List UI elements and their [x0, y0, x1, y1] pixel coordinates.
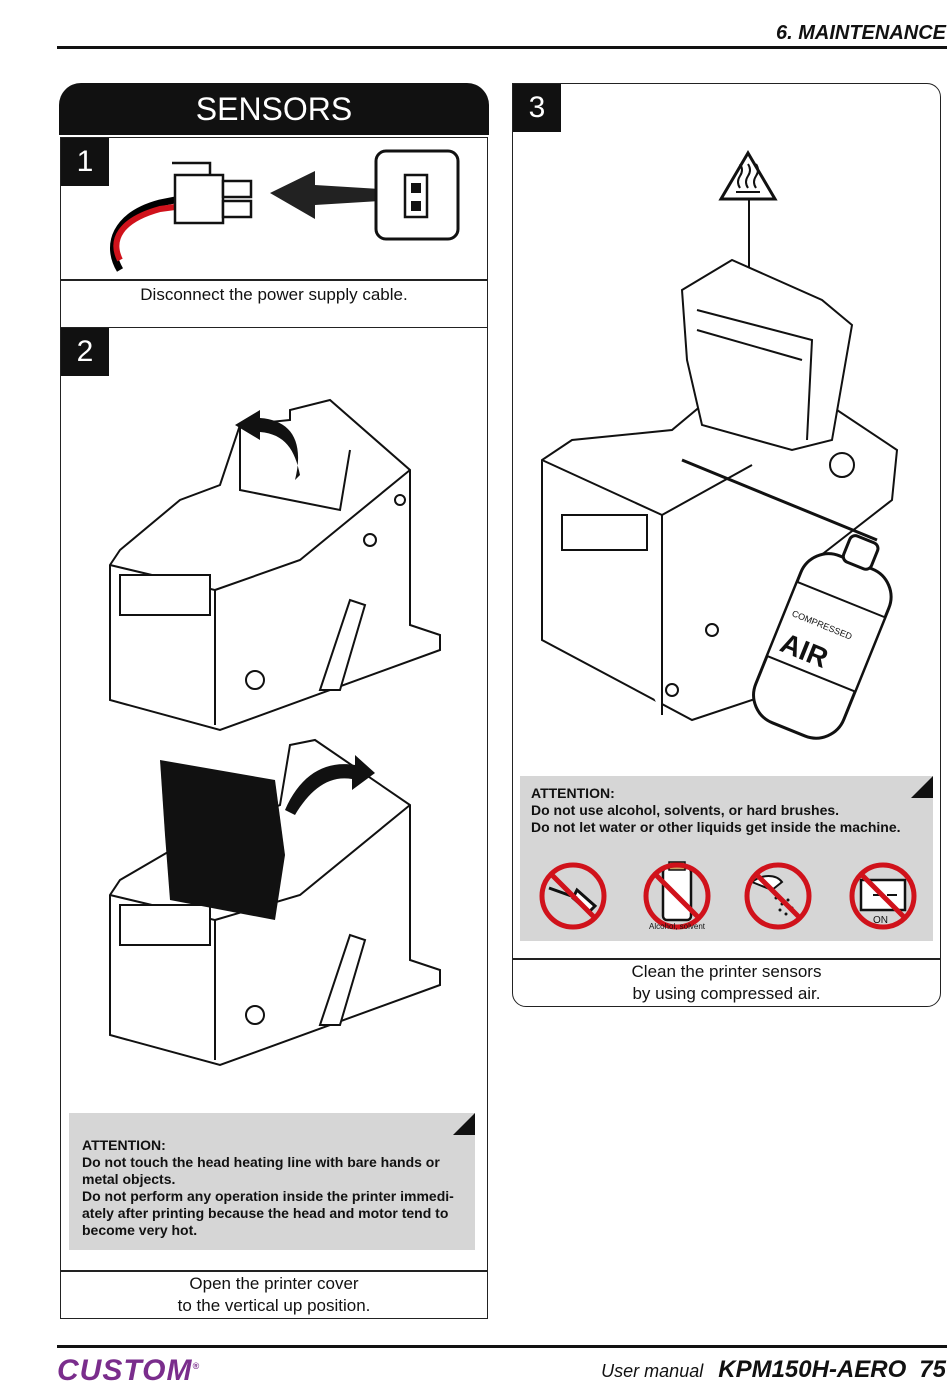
no-water-icon	[742, 860, 814, 932]
attention-line: Do not use alcohol, solvents, or hard br…	[531, 802, 840, 818]
step1-caption: Disconnect the power supply cable.	[140, 285, 408, 304]
no-power-on-icon: ON	[847, 860, 919, 932]
step2-number: 2	[61, 328, 109, 376]
footer-info: User manual KPM150H-AERO 75	[601, 1356, 946, 1384]
step2-caption: Open the printer cover to the vertical u…	[60, 1273, 488, 1317]
step1-number: 1	[61, 138, 109, 186]
manual-label: User manual	[601, 1361, 704, 1381]
step3-number: 3	[513, 84, 561, 132]
header-rule	[57, 46, 947, 49]
model-name: KPM150H-AERO	[718, 1356, 907, 1383]
printer-open-illustration	[109, 738, 441, 1067]
step2-attention: ATTENTION: Do not touch the head heating…	[69, 1113, 475, 1250]
footer-rule	[57, 1345, 947, 1348]
section-header: 6. MAINTENANCE	[775, 22, 946, 44]
no-solvent-icon: Alcohol, solvent	[641, 860, 713, 932]
step3-caption: Clean the printer sensors by using compr…	[512, 961, 941, 1005]
printer-closed-illustration	[109, 398, 441, 732]
attention-line: Do not let water or other liquids get in…	[531, 819, 901, 835]
brand-name: CUSTOM	[57, 1354, 193, 1387]
step2-caption-line1: Open the printer cover	[189, 1274, 359, 1293]
switch-label: ON	[873, 915, 888, 926]
attention-line: Do not perform any operation inside the …	[82, 1188, 454, 1204]
panel-title-text: SENSORS	[195, 90, 353, 127]
step2-caption-line2: to the vertical up position.	[177, 1296, 371, 1315]
page-number: 75	[919, 1356, 946, 1383]
step3-caption-line1: Clean the printer sensors	[631, 962, 822, 981]
solvent-label: Alcohol, solvent	[648, 922, 706, 931]
compressed-air-can: COMPRESSED AIR	[720, 525, 920, 755]
attention-title: ATTENTION:	[82, 1137, 166, 1153]
power-cable-illustration	[110, 149, 460, 272]
hot-surface-warning-icon	[718, 150, 778, 201]
printer-head-open-illustration	[541, 258, 899, 722]
attention-corner-icon	[453, 1113, 475, 1135]
attention-title: ATTENTION:	[531, 785, 615, 801]
air-can-icon	[752, 534, 893, 740]
attention-line: Do not touch the head heating line with …	[82, 1154, 440, 1170]
attention-line: metal objects.	[82, 1171, 176, 1187]
attention-line: ately after printing because the head an…	[82, 1205, 449, 1221]
no-brush-icon	[537, 860, 609, 932]
panel-title: SENSORS	[59, 83, 489, 135]
attention-line: become very hot.	[82, 1222, 198, 1238]
step3-caption-line2: by using compressed air.	[632, 984, 821, 1003]
attention-corner-icon	[911, 776, 933, 798]
brand-mark: ®	[192, 1361, 201, 1371]
custom-logo: CUSTOM®	[57, 1354, 200, 1388]
step3-attention: ATTENTION: Do not use alcohol, solvents,…	[520, 776, 933, 941]
